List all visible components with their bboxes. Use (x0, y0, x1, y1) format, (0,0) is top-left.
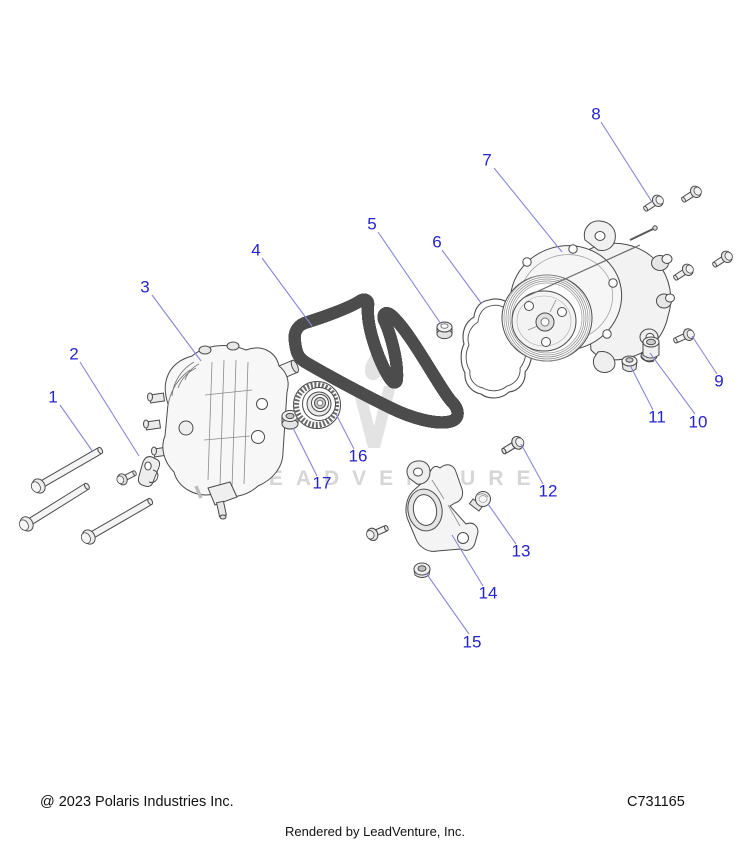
callout-12[interactable]: 12 (538, 481, 558, 501)
part-4-serpentine-belt (295, 300, 458, 423)
callout-8[interactable]: 8 (591, 104, 601, 124)
callout-2[interactable]: 2 (69, 344, 79, 364)
part-7-compressor (501, 220, 675, 373)
callout-14[interactable]: 14 (478, 583, 498, 603)
callout-7[interactable]: 7 (482, 150, 492, 170)
callout-4[interactable]: 4 (251, 240, 261, 260)
part-17-spacer (281, 410, 299, 430)
part-16-idler-pulley (293, 381, 341, 429)
callout-17[interactable]: 17 (312, 473, 332, 493)
part-14-mount-bracket (405, 460, 479, 552)
rendered-by-text: Rendered by LeadVenture, Inc. (285, 824, 465, 839)
part-2-clamp-bolt (114, 456, 161, 488)
callout-6[interactable]: 6 (432, 232, 442, 252)
part-10-bushing (640, 336, 660, 363)
callout-5[interactable]: 5 (367, 214, 377, 234)
part-13-button-screw (468, 491, 491, 512)
callout-13[interactable]: 13 (511, 541, 531, 561)
part-3-alternator (143, 341, 299, 520)
part-1-long-bolts (16, 442, 157, 548)
callout-16[interactable]: 16 (348, 446, 368, 466)
callout-3[interactable]: 3 (140, 277, 150, 297)
part-15-hex-nut (413, 562, 431, 578)
callout-9[interactable]: 9 (714, 371, 724, 391)
callout-1[interactable]: 1 (48, 387, 58, 407)
callout-11[interactable]: 11 (648, 407, 666, 427)
copyright-text: @ 2023 Polaris Industries Inc. (40, 794, 234, 810)
part-5-flange-nut (436, 321, 453, 340)
callout-10[interactable]: 10 (688, 412, 708, 432)
callout-15[interactable]: 15 (462, 632, 482, 652)
diagram-part-code: C731165 (627, 794, 685, 810)
part-11-cap-nut (621, 355, 638, 372)
leader-lines (59, 121, 718, 635)
